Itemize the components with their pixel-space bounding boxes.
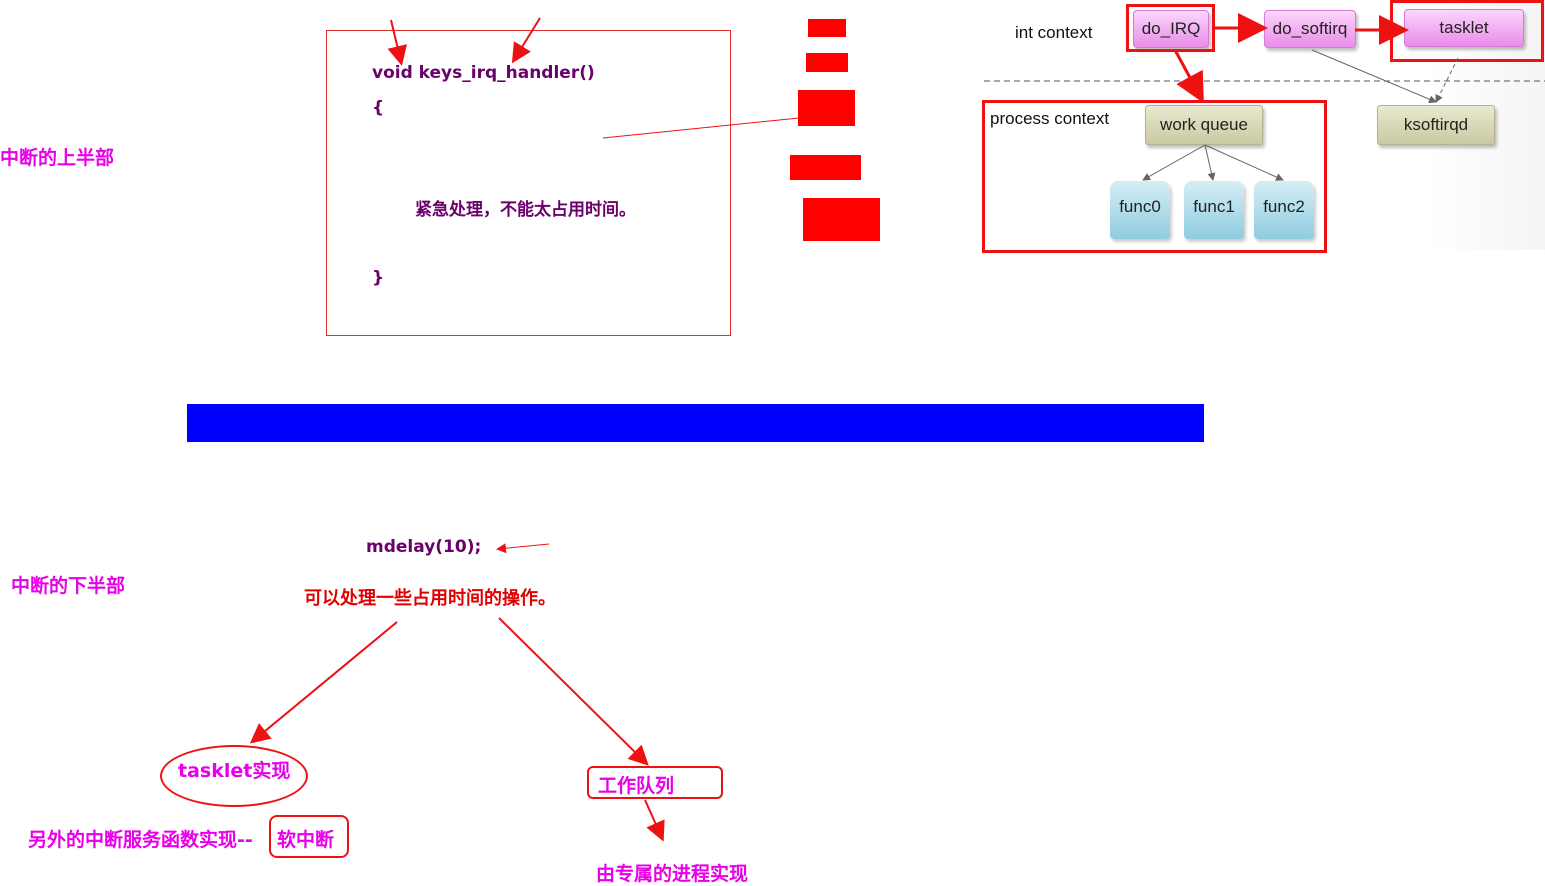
red-block-3 — [798, 90, 855, 126]
do-softirq-node: do_softirq — [1264, 10, 1356, 48]
do-softirq-label: do_softirq — [1272, 19, 1348, 38]
arrow-to-workqueue — [498, 617, 649, 766]
func2-label: func2 — [1263, 197, 1305, 216]
urgent-note: 紧急处理，不能太占用时间。 — [415, 200, 636, 220]
tasklet-ellipse — [160, 745, 308, 807]
int-context-label: int context — [1015, 23, 1093, 42]
func1-node: func1 — [1184, 181, 1244, 239]
code-box — [326, 30, 731, 336]
func0-label: func0 — [1119, 197, 1161, 216]
blue-bar — [187, 404, 1204, 442]
line-tasklet-to-ksoftirqd — [1435, 57, 1459, 103]
work-queue-node: work queue — [1145, 105, 1263, 145]
do-irq-label: do_IRQ — [1141, 19, 1201, 38]
connector-line — [602, 117, 800, 139]
red-block-1 — [808, 19, 846, 37]
workqueue-box — [587, 766, 723, 799]
func2-node: func2 — [1254, 181, 1314, 239]
process-context-label: process context — [990, 109, 1110, 128]
handler-signature: void keys_irq_handler() — [372, 63, 595, 83]
arrow-to-process — [644, 799, 665, 842]
arrow-to-handler — [511, 17, 541, 64]
process-context-highlight — [982, 100, 1327, 253]
arrow-to-void — [387, 19, 408, 66]
tasklet-impl: tasklet实现 — [178, 760, 291, 782]
bottom-half-label: 中断的下半部 — [11, 575, 126, 597]
line-wq-to-func2 — [1204, 144, 1284, 181]
do-irq-highlight — [1126, 4, 1215, 52]
do-irq-node: do_IRQ — [1133, 10, 1209, 48]
red-block-5 — [803, 198, 880, 241]
arrow-irq-to-workqueue — [1173, 49, 1204, 104]
close-brace: } — [372, 268, 385, 288]
work-queue-label: work queue — [1160, 115, 1248, 134]
mdelay-code: mdelay(10); — [366, 537, 482, 557]
workqueue-label: 工作队列 — [598, 775, 675, 797]
red-block-4 — [790, 155, 861, 180]
tasklet-node: tasklet — [1404, 9, 1524, 47]
arrow-to-mdelay — [496, 543, 550, 554]
ksoftirqd-node: ksoftirqd — [1377, 105, 1495, 145]
top-half-label: 中断的上半部 — [0, 147, 115, 169]
ksoftirqd-label: ksoftirqd — [1403, 115, 1469, 134]
func1-label: func1 — [1193, 197, 1235, 216]
softirq-label: 软中断 — [277, 829, 335, 851]
red-block-2 — [806, 53, 848, 72]
func0-node: func0 — [1110, 181, 1170, 239]
softirq-description: 另外的中断服务函数实现-- — [28, 829, 253, 851]
line-wq-to-func0 — [1142, 144, 1206, 181]
time-consuming-note: 可以处理一些占用时间的操作。 — [304, 588, 556, 609]
tasklet-node-label: tasklet — [1439, 18, 1489, 37]
arrow-to-tasklet — [249, 621, 398, 744]
line-wq-to-func1 — [1204, 144, 1216, 181]
open-brace: { — [372, 98, 385, 118]
softirq-box — [269, 815, 349, 858]
line-softirq-to-ksoftirqd — [1311, 49, 1437, 103]
workqueue-description: 由专属的进程实现 — [596, 863, 749, 885]
